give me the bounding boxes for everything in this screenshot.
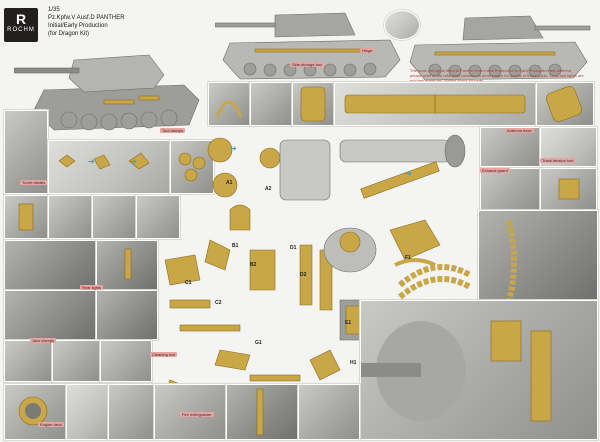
part-number-f1: F1: [405, 255, 411, 261]
title-variant: Initial/Early Production: [48, 23, 108, 29]
tank-side-view-left: [215, 12, 401, 80]
arrow-2: ➔: [130, 157, 137, 166]
photo-fender-hook: [208, 82, 250, 126]
part-number-g1: G1: [255, 340, 262, 346]
arrow-4: ➔: [405, 169, 412, 178]
label-hinge: Hinge: [360, 48, 375, 53]
photo-track-rear: [478, 210, 598, 302]
label-antenna: Antenna base: [505, 128, 534, 133]
part-number-e1: E1: [345, 320, 352, 326]
part-number-d1: D1: [290, 245, 297, 251]
photo-rear-hull-2: [96, 240, 158, 290]
arrow-1: ➔: [88, 157, 95, 166]
photo-hatch-detail: [480, 127, 540, 167]
photo-bracket-d: [136, 195, 180, 239]
photo-latch-c: [100, 340, 152, 382]
brand-logo: R ROCHM: [4, 8, 38, 42]
arrow-3: ➔: [230, 144, 237, 153]
road-wheels: [60, 109, 178, 131]
photo-rear-hull-4: [96, 290, 158, 340]
part-number-a2: A2: [265, 186, 272, 192]
warning-note: The tools and lights fitted to Panther f…: [410, 68, 584, 83]
label-turret: Turret details: [20, 180, 48, 185]
photo-bracket-c: [92, 195, 136, 239]
photo-mantlet: [66, 384, 108, 440]
tank-side-view-right: [409, 15, 591, 81]
photo-tube-end: [292, 82, 334, 126]
part-number-c1: C1: [185, 280, 192, 286]
photo-clamp-right-b: [540, 168, 597, 210]
photo-turret-closeup: [360, 300, 598, 440]
photo-turret-side: [108, 384, 154, 440]
road-wheels-side: [243, 62, 377, 77]
label-cleaning-rod: Cleaning rod: [150, 352, 177, 357]
logo-text: ROCHM: [7, 27, 35, 33]
photo-rear-hull-1: [4, 240, 96, 290]
photo-clamp-right-a: [480, 168, 540, 210]
photo-vision-port: [4, 384, 66, 440]
track-links-drawing: [398, 264, 472, 300]
title-block: 1/35 Pz.Kpfw.V Ausf.D PANTHER Initial/Ea…: [48, 6, 125, 38]
part-number-h1: H1: [350, 360, 357, 366]
part-number-b1: B1: [232, 243, 239, 249]
photo-bracket-b: [48, 195, 92, 239]
label-jack: Jack clamps: [30, 338, 57, 343]
tank-hero-image: [14, 54, 200, 131]
photo-latch-b: [52, 340, 100, 382]
photo-tube-long: [334, 82, 536, 126]
photo-engine-deck-b: [226, 384, 298, 440]
label-engine-deck: Engine deck: [38, 422, 65, 427]
label-side-storage: Side storage box: [290, 62, 325, 67]
bin-mesh-drawing: [323, 219, 441, 273]
title-kit: (for Dragon Kit): [48, 31, 90, 37]
photo-rear-hull-3: [4, 290, 96, 340]
photo-latch-a: [4, 340, 52, 382]
label-rear-lights: Rear lights: [80, 285, 104, 290]
title-name: Pz.Kpfw.V Ausf.D PANTHER: [48, 15, 125, 21]
storage-tube-drawing: [279, 134, 466, 201]
part-number-d2: D2: [300, 272, 307, 278]
title-scale: 1/35: [48, 7, 60, 13]
part-number-c2: C2: [215, 300, 222, 306]
label-track-tool: Track tension tool: [540, 158, 576, 163]
photo-engine-deck-c: [298, 384, 360, 440]
label-fire-ext: Fire extinguisher: [180, 412, 214, 417]
label-tool-clamps: Tool clamps: [160, 128, 186, 133]
label-exhaust: Exhaust guard: [480, 168, 510, 173]
photo-clamp-parts: [48, 140, 170, 194]
photo-bracket-a: [4, 195, 48, 239]
logo-mark: R: [15, 11, 27, 27]
photo-hull-corner: [250, 82, 292, 126]
part-number-b2: B2: [250, 262, 257, 268]
photo-tube-cap: [536, 82, 594, 126]
part-number-a1: A1: [226, 180, 233, 186]
photo-exhaust-guard: [170, 140, 214, 194]
detail-inset-periscope: [384, 10, 420, 40]
